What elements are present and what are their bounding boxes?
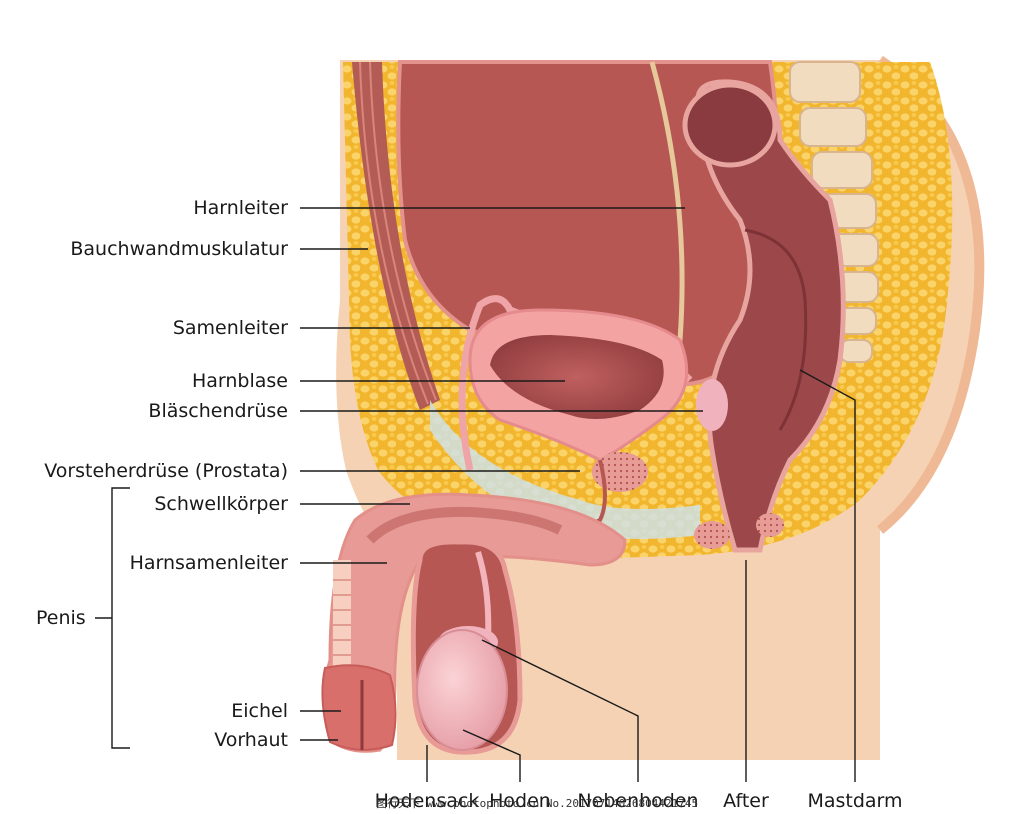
rectum (695, 79, 846, 553)
label-after: After (723, 790, 769, 812)
glans (321, 664, 397, 751)
testis (416, 629, 508, 751)
label-nebenhoden: Nebenhoden (577, 790, 699, 812)
abdominal-wall-muscle (352, 62, 440, 410)
label-blaeschendruese: Bläschendrüse (148, 400, 288, 422)
label-prostata: Vorsteherdrüse (Prostata) (44, 460, 288, 482)
label-penis: Penis (36, 607, 86, 629)
label-schwellkoerper: Schwellkörper (154, 493, 288, 515)
seminal-vesicle (696, 379, 728, 431)
leader-mastdarm (799, 369, 856, 782)
label-harnsamenleiter: Harnsamenleiter (129, 552, 288, 574)
label-samenleiter: Samenleiter (172, 317, 288, 339)
penis-bracket (111, 487, 130, 749)
label-hodensack: Hodensack (374, 790, 480, 812)
watermark: 图行天下 www.photophoto.cn No.20170714026804… (376, 797, 699, 810)
spine (789, 61, 879, 363)
label-bauchwandmuskulatur: Bauchwandmuskulatur (70, 238, 288, 260)
label-vorhaut: Vorhaut (214, 729, 288, 751)
label-harnblase: Harnblase (191, 370, 288, 392)
label-mastdarm: Mastdarm (807, 790, 903, 812)
label-harnleiter: Harnleiter (193, 197, 288, 219)
label-hoden: Hoden (489, 790, 551, 812)
label-eichel: Eichel (231, 700, 288, 722)
colon-loop (682, 82, 778, 168)
leader-hoden (462, 729, 521, 782)
leader-nebenhoden (481, 639, 639, 782)
